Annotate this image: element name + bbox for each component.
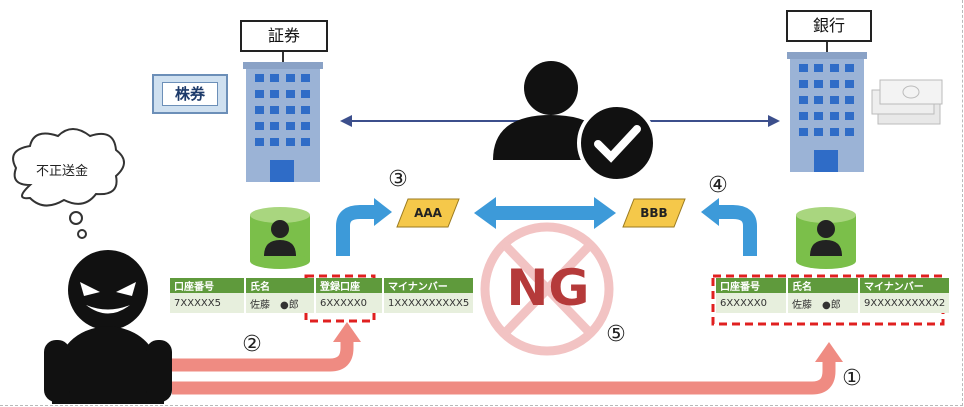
bank-building-icon <box>787 40 867 172</box>
securities-building-icon <box>243 50 323 182</box>
step-1-label: ① <box>842 366 862 391</box>
table-cell: 6XXXXX0 <box>315 293 384 313</box>
table-cell: 佐藤 ●郎 <box>245 293 316 313</box>
table-cell: 6XXXXX0 <box>716 293 788 313</box>
blue-arrow-right <box>701 198 757 256</box>
table-header: マイナンバー <box>383 278 476 293</box>
bank-sign: 銀行 <box>786 10 872 42</box>
table-header-row: 口座番号 氏名 登録口座 マイナンバー <box>170 278 476 293</box>
securities-sign: 証券 <box>240 20 328 52</box>
red-arrow-1 <box>172 342 843 395</box>
table-header-row: 口座番号 氏名 マイナンバー <box>716 278 952 293</box>
ng-prohibited-icon <box>480 222 614 356</box>
registered-account-highlight <box>304 274 376 323</box>
table-cell: 7XXXXX5 <box>170 293 246 313</box>
step-5-label: ⑤ <box>606 322 626 347</box>
securities-account-table: 口座番号 氏名 登録口座 マイナンバー 7XXXXX5 佐藤 ●郎 6XXXXX… <box>170 278 476 313</box>
fraudster-icon <box>44 250 172 404</box>
blue-arrow-left <box>336 198 392 256</box>
ng-label: NG <box>506 259 590 317</box>
table-row: 7XXXXX5 佐藤 ●郎 6XXXXX0 1XXXXXXXXXX5 <box>170 293 476 313</box>
table-header: 口座番号 <box>716 278 788 293</box>
blue-double-arrow <box>474 197 616 229</box>
user-db-icon-right <box>796 207 856 269</box>
table-header: 口座番号 <box>170 278 246 293</box>
verified-person-icon <box>493 61 657 183</box>
table-cell: 9XXXXXXXXXX2 <box>859 293 952 313</box>
step-3-label: ③ <box>388 167 408 192</box>
thought-bubble <box>12 128 125 239</box>
table-cell: 佐藤 ●郎 <box>787 293 860 313</box>
table-header: 氏名 <box>787 278 860 293</box>
user-db-icon-left <box>250 207 310 269</box>
table-cell: 1XXXXXXXXXX5 <box>383 293 476 313</box>
table-header: 登録口座 <box>315 278 384 293</box>
id-box-bbb: BBB <box>622 198 686 228</box>
red-arrow-2 <box>172 322 361 372</box>
table-row: 6XXXXX0 佐藤 ●郎 9XXXXXXXXXX2 <box>716 293 952 313</box>
bank-account-table: 口座番号 氏名 マイナンバー 6XXXXX0 佐藤 ●郎 9XXXXXXXXXX… <box>716 278 952 313</box>
id-box-bbb-label: BBB <box>640 206 668 220</box>
stock-certificate-label: 株券 <box>162 82 218 106</box>
thought-text: 不正送金 <box>36 164 89 179</box>
id-box-aaa: AAA <box>396 198 460 228</box>
table-header: 氏名 <box>245 278 316 293</box>
step-2-label: ② <box>242 332 262 357</box>
id-box-aaa-label: AAA <box>414 206 442 220</box>
stock-certificate-icon: 株券 <box>152 74 228 114</box>
money-stack-icon <box>871 79 943 125</box>
step-4-label: ④ <box>708 173 728 198</box>
table-header: マイナンバー <box>859 278 952 293</box>
